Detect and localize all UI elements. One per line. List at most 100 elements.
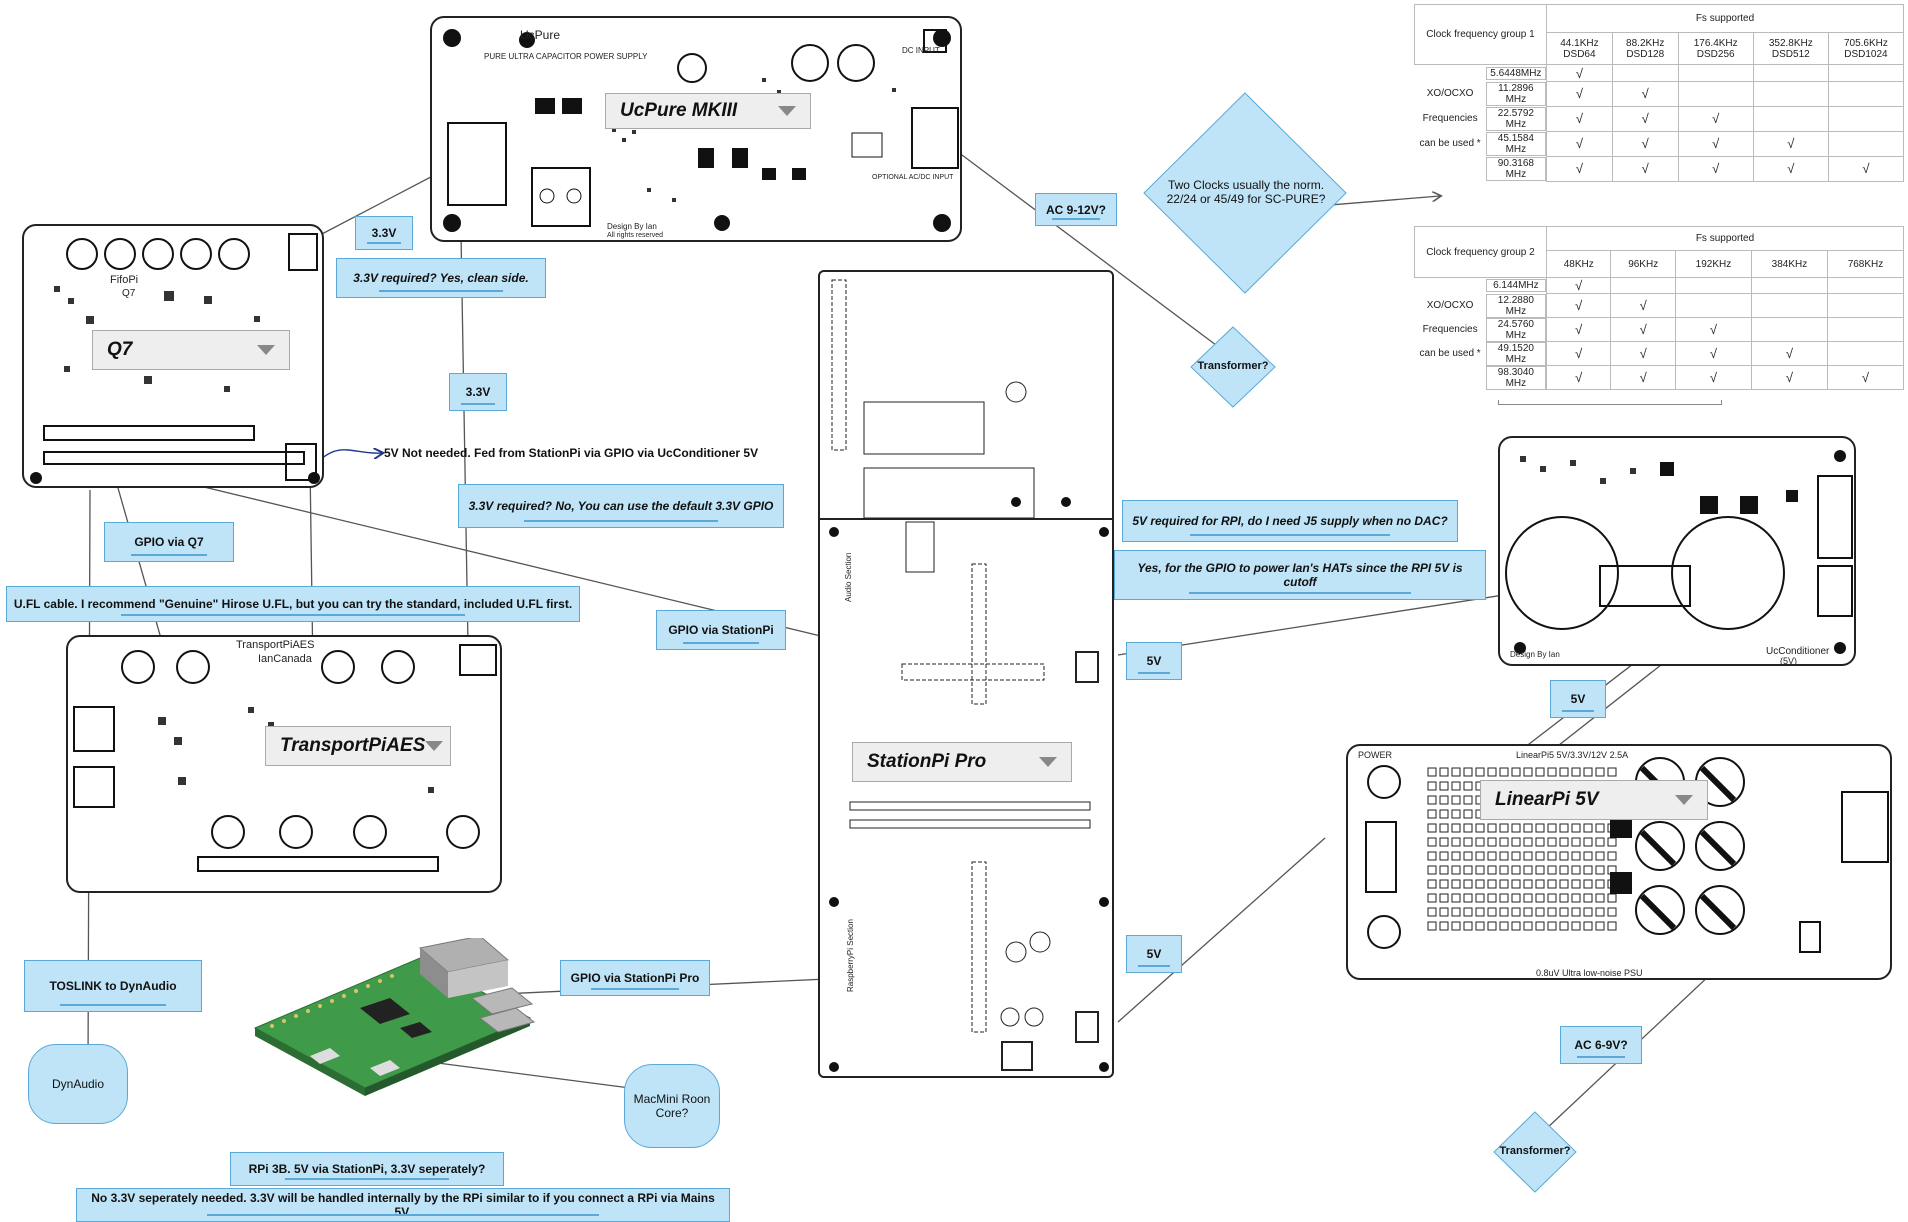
table-check-cell: √	[1610, 293, 1676, 318]
table-side-label: Frequencies	[1422, 113, 1478, 125]
transport-selector-label: TransportPiAES	[280, 735, 426, 756]
note-33v-required-yes: 3.3V required? Yes, clean side.	[336, 258, 546, 298]
chevron-down-icon	[778, 106, 796, 116]
ucpure-board: UcPure PURE ULTRA CAPACITOR POWER SUPPLY…	[430, 16, 962, 242]
ucpure-silkscreen: UcPure	[520, 28, 561, 42]
table-check-cell	[1826, 341, 1905, 366]
table-column-header: 48KHz	[1546, 250, 1612, 278]
note-33v-required-no: 3.3V required? No, You can use the defau…	[458, 484, 784, 528]
table-freq: 90.3168 MHz	[1485, 156, 1547, 181]
table-check-cell: √	[1611, 130, 1679, 157]
stationpi-selector[interactable]: StationPi Pro	[852, 742, 1072, 782]
ucpure-dc-input: DC INPUT	[902, 46, 940, 55]
table-freq: 22.5792 MHz	[1485, 106, 1547, 131]
note-33v-mid: 3.3V	[449, 373, 507, 411]
transport-silkscreen: TransportPiAES	[236, 639, 315, 651]
note-5v-required-rpi: 5V required for RPI, do I need J5 supply…	[1122, 500, 1458, 542]
table-check-cell	[1610, 277, 1676, 294]
table-check-cell: √	[1611, 155, 1679, 183]
table-column-header: 96KHz	[1610, 250, 1676, 278]
ucpure-selector[interactable]: UcPure MKIII	[605, 93, 811, 129]
dynaudio-node: DynAudio	[28, 1044, 128, 1124]
table-check-cell	[1752, 80, 1829, 107]
table-check-cell: √	[1610, 317, 1676, 342]
transformer-diamond-2	[1493, 1111, 1577, 1193]
table-side-label: can be used *	[1419, 348, 1481, 359]
note-gpio-via-q7: GPIO via Q7	[104, 522, 234, 562]
transport-pcb-art	[73, 644, 497, 872]
q7-pcb-art	[30, 233, 320, 484]
note-gpio-via-stationpi: GPIO via StationPi	[656, 610, 786, 650]
table-check-cell: √	[1677, 130, 1754, 157]
chevron-down-icon	[425, 741, 444, 751]
table-column-header: 384KHz	[1750, 250, 1828, 278]
note-ac-9-12v: AC 9-12V?	[1035, 193, 1117, 226]
raspberry-pi-image	[253, 938, 536, 1096]
table-check-cell	[1674, 293, 1752, 318]
table-check-cell	[1826, 317, 1905, 342]
table-check-cell: √	[1674, 341, 1752, 366]
table-check-cell: √	[1674, 365, 1752, 390]
table-check-cell	[1752, 105, 1829, 132]
table-check-cell	[1827, 105, 1905, 132]
stationpi-rpi-section: RaspberryPi Section	[846, 919, 855, 992]
linearpi-footer: 0.8uV Ultra low-noise PSU	[1536, 968, 1643, 978]
note-rpi3b: RPi 3B. 5V via StationPi, 3.3V seperatel…	[230, 1152, 504, 1186]
table-check-cell	[1826, 293, 1905, 318]
wire-stationpi-linearpi	[1117, 837, 1326, 1023]
table-check-cell	[1750, 277, 1828, 294]
q7-model: Q7	[122, 288, 136, 299]
table-check-cell	[1826, 277, 1905, 294]
note-5v-b: 5V	[1550, 680, 1606, 718]
table-freq: 12.2880 MHz	[1485, 293, 1547, 318]
table-freq: 98.3040 MHz	[1485, 365, 1547, 390]
table-fs-supported: Fs supported	[1546, 3, 1904, 34]
note-5v-a: 5V	[1126, 642, 1182, 680]
table-check-cell: √	[1826, 365, 1905, 390]
table-scrollbar[interactable]	[1498, 400, 1722, 405]
table-freq: 5.6448MHz	[1485, 66, 1547, 80]
table-check-cell: √	[1546, 80, 1613, 107]
transport-brand: IanCanada	[258, 653, 312, 665]
stationpi-pcb-art	[820, 279, 1112, 1072]
table-check-cell: √	[1546, 317, 1612, 342]
ucpure-selector-label: UcPure MKIII	[620, 100, 738, 121]
table-check-cell	[1674, 277, 1752, 294]
ucpure-subtitle: PURE ULTRA CAPACITOR POWER SUPPLY	[484, 52, 648, 61]
note-gpio-via-stationpi-pro: GPIO via StationPi Pro	[560, 960, 710, 996]
table-check-cell: √	[1546, 155, 1613, 183]
table-freq: 24.5760 MHz	[1485, 317, 1547, 342]
table-side-label: XO/OCXO	[1426, 88, 1474, 100]
table-check-cell	[1750, 317, 1828, 342]
table-check-cell: √	[1546, 341, 1612, 366]
transport-selector[interactable]: TransportPiAES	[265, 726, 451, 766]
note-5v-not-needed: 5V Not needed. Fed from StationPi via GP…	[384, 446, 759, 460]
table-check-cell: √	[1611, 80, 1679, 107]
linearpi-selector[interactable]: LinearPi 5V	[1480, 780, 1708, 820]
ucconditioner-credit: Design By Ian	[1510, 650, 1560, 659]
table-side-label: Frequencies	[1422, 324, 1478, 335]
note-33v-top: 3.3V	[355, 216, 413, 250]
ucconditioner-pcb-art	[1505, 450, 1853, 654]
ucconditioner-sub: (5V)	[1780, 656, 1798, 666]
q7-selector[interactable]: Q7	[92, 330, 290, 370]
chevron-down-icon	[257, 345, 275, 355]
table-check-cell: √	[1610, 365, 1676, 390]
table-check-cell	[1752, 64, 1829, 82]
table-check-cell	[1827, 130, 1905, 157]
table-check-cell: √	[1677, 155, 1754, 183]
two-clocks-label: Two Clocks usually the norm. 22/24 or 45…	[1166, 178, 1326, 206]
q7-selector-label: Q7	[107, 339, 133, 360]
stationpi-board: Audio Section RaspberryPi Section	[818, 270, 1114, 1078]
table-check-cell: √	[1752, 155, 1829, 183]
macmini-node: MacMini Roon Core?	[624, 1064, 720, 1148]
linearpi-power: POWER	[1358, 750, 1393, 760]
transformer-label-2: Transformer?	[1499, 1145, 1571, 1157]
stationpi-audio-section: Audio Section	[844, 552, 853, 602]
